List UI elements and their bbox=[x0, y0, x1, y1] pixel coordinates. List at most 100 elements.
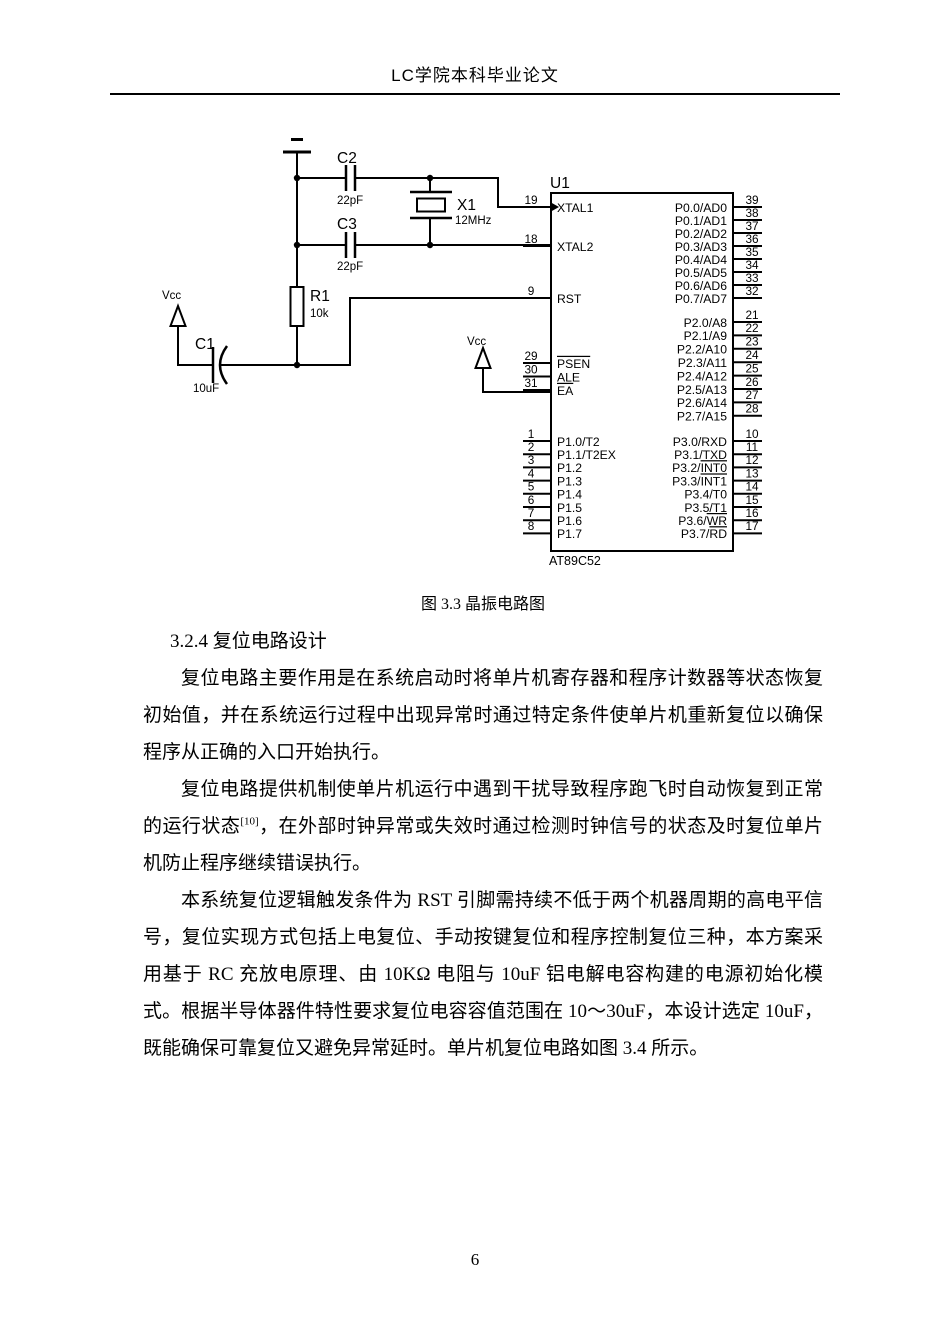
wire bbox=[219, 297, 551, 366]
component-value: 10k bbox=[310, 308, 329, 320]
pin-label: ALE bbox=[557, 370, 580, 384]
pin-number: 5 bbox=[528, 480, 535, 494]
wire bbox=[355, 177, 551, 208]
pin-number: 6 bbox=[528, 493, 535, 507]
xtal1-input-arrow-icon bbox=[551, 202, 559, 212]
pin-number: 37 bbox=[745, 219, 758, 233]
pin-number: 31 bbox=[524, 376, 537, 390]
body-text-line: 号，复位实现方式包括上电复位、手动按键复位和程序控制复位三种，本方案采 bbox=[143, 927, 823, 948]
body-text-line: 的运行状态[10]，在外部时钟异常或失效时通过检测时钟信号的状态及时复位单片 bbox=[143, 815, 823, 837]
pin-label: P0.7/AD7 bbox=[675, 292, 727, 306]
body-text-line: 初始值，并在系统运行过程中出现异常时通过特定条件使单片机重新复位以确保 bbox=[143, 705, 823, 726]
pin-label: P3.6/WR bbox=[678, 514, 727, 528]
pin-label: P0.2/AD2 bbox=[675, 227, 727, 241]
junction-dot bbox=[293, 361, 301, 369]
body-text-line: 用基于 RC 充放电原理、由 10KΩ 电阻与 10uF 铝电解电容构建的电源初… bbox=[143, 964, 823, 985]
pin-number: 7 bbox=[528, 506, 535, 520]
pin-label: P0.5/AD5 bbox=[675, 266, 727, 280]
component-value: 12MHz bbox=[455, 215, 492, 227]
pin-label: P3.0/RXD bbox=[673, 435, 727, 449]
pin-label: P3.1/TXD bbox=[674, 448, 727, 462]
pin-number: 2 bbox=[528, 440, 535, 454]
pin-label: P1.6 bbox=[557, 514, 582, 528]
vcc-label: Vcc bbox=[467, 336, 486, 348]
pin-number: 24 bbox=[745, 348, 759, 362]
pin-number: 18 bbox=[524, 232, 538, 246]
pin-label: P0.0/AD0 bbox=[675, 201, 727, 215]
pin-label: P3.2/INT0 bbox=[672, 461, 727, 475]
pin-label: P1.1/T2EX bbox=[557, 448, 616, 462]
pin-label: P0.6/AD6 bbox=[675, 279, 727, 293]
pin-label: P1.0/T2 bbox=[557, 435, 600, 449]
pin-label: P1.5 bbox=[557, 501, 582, 515]
body-text-line: 复位电路主要作用是在系统启动时将单片机寄存器和程序计数器等状态恢复 bbox=[181, 668, 823, 689]
pin-number: 1 bbox=[528, 427, 535, 441]
junction-dot bbox=[293, 174, 301, 182]
page-number: 6 bbox=[470, 1250, 480, 1269]
pin-number: 36 bbox=[745, 232, 759, 246]
pin-label: RST bbox=[557, 292, 582, 306]
body-text-line: 程序从正确的入口开始执行。 bbox=[143, 742, 391, 763]
pin-label: P3.5/T1 bbox=[684, 501, 727, 515]
pin-number: 23 bbox=[745, 335, 759, 349]
figure-3-3-crystal-oscillator-schematic: C222pFC322pFX112MHzR110kC110uFVccVccU1AT… bbox=[162, 138, 762, 568]
pin-label: P1.2 bbox=[557, 461, 582, 475]
page-header-title: LC学院本科毕业论文 bbox=[391, 66, 559, 85]
junction-dot bbox=[426, 174, 434, 182]
component-value: 22pF bbox=[337, 195, 363, 207]
pin-number: 27 bbox=[745, 388, 758, 402]
pin-number: 11 bbox=[746, 440, 758, 454]
body-text-line: 复位电路提供机制使单片机运行中遇到干扰导致程序跑飞时自动恢复到正常 bbox=[181, 779, 823, 800]
component-value: 22pF bbox=[337, 261, 363, 273]
pin-label: P0.4/AD4 bbox=[675, 253, 727, 267]
pin-label: P2.2/A10 bbox=[677, 343, 727, 357]
wire bbox=[482, 368, 551, 393]
body-text: 图 3.3 晶振电路图 3.2.4 复位电路设计 复位电路主要作用是在系统启动时… bbox=[143, 586, 823, 1067]
header-rule bbox=[110, 93, 840, 95]
pin-label: P2.6/A14 bbox=[677, 396, 727, 410]
vcc-arrow-icon bbox=[474, 345, 492, 369]
pin-number: 3 bbox=[528, 453, 535, 467]
pin-number: 21 bbox=[745, 308, 758, 322]
pin-label: XTAL1 bbox=[557, 201, 594, 215]
pin-number: 8 bbox=[528, 519, 535, 533]
pin-number: 13 bbox=[745, 466, 759, 480]
pin-label: P1.7 bbox=[557, 527, 582, 541]
pin-label: P2.1/A9 bbox=[684, 329, 728, 343]
vcc-label: Vcc bbox=[162, 290, 181, 302]
component-ref: R1 bbox=[310, 288, 330, 305]
pin-number: 12 bbox=[745, 453, 758, 467]
pin-label: P3.4/T0 bbox=[684, 488, 727, 502]
pin-number: 35 bbox=[745, 245, 759, 259]
component-ref: C3 bbox=[337, 216, 357, 233]
pin-number: 22 bbox=[745, 321, 758, 335]
pin-number: 38 bbox=[745, 206, 759, 220]
vcc-arrow-icon bbox=[169, 303, 187, 327]
chip-part-label: AT89C52 bbox=[549, 554, 601, 568]
pin-number: 32 bbox=[745, 284, 758, 298]
pin-number: 30 bbox=[524, 362, 538, 376]
crystal-x1 bbox=[416, 197, 446, 213]
body-text-line: 本系统复位逻辑触发条件为 RST 引脚需持续不低于两个机器周期的高电平信 bbox=[181, 890, 823, 911]
chip-body bbox=[550, 192, 734, 552]
pin-number: 16 bbox=[745, 506, 759, 520]
pin-label: P2.0/A8 bbox=[684, 316, 728, 330]
pin-label: XTAL2 bbox=[557, 240, 594, 254]
pin-label: P3.7/RD bbox=[681, 527, 727, 541]
component-ref: C1 bbox=[195, 336, 215, 353]
pin-number: 10 bbox=[745, 427, 759, 441]
pin-label: P2.4/A12 bbox=[677, 369, 727, 383]
pin-number: 17 bbox=[745, 519, 758, 533]
pin-number: 15 bbox=[745, 493, 759, 507]
wire bbox=[177, 326, 213, 366]
pin-number: 19 bbox=[524, 193, 537, 207]
pin-number: 4 bbox=[528, 466, 535, 480]
pin-number: 39 bbox=[745, 193, 758, 207]
body-text-line: 机防止程序继续错误执行。 bbox=[143, 853, 372, 874]
body-text-line: 式。根据半导体器件特性要求复位电容容值范围在 10～30uF，本设计选定 10u… bbox=[143, 1001, 823, 1022]
pin-number: 9 bbox=[528, 284, 535, 298]
component-value: 10uF bbox=[193, 383, 219, 395]
pin-label: EA bbox=[557, 384, 574, 398]
pin-label: P2.3/A11 bbox=[678, 356, 727, 370]
